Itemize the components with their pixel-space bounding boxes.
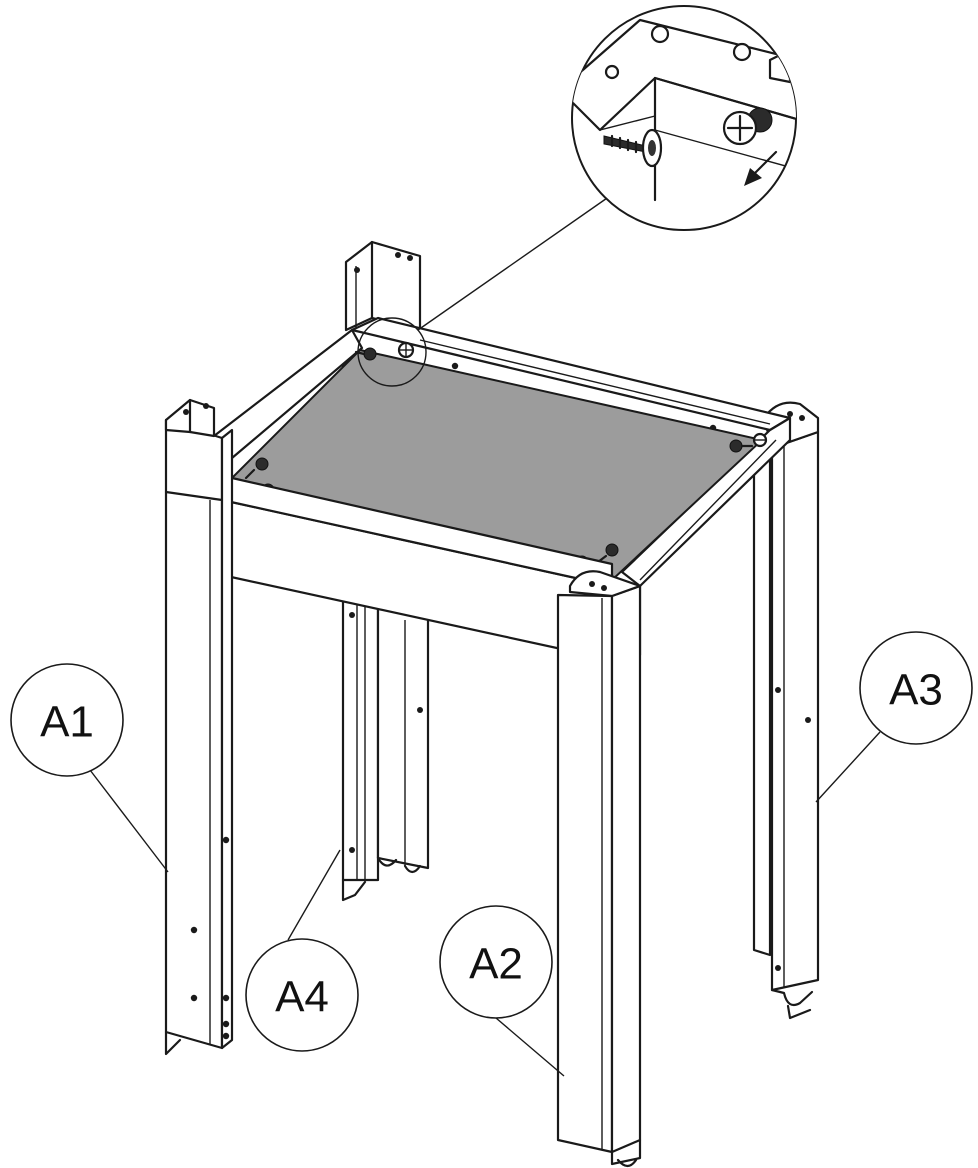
leg-a2 (556, 570, 642, 1168)
callout-leaders (89, 731, 881, 1077)
callout-a3-label: A3 (889, 666, 943, 715)
arrow-down-right-icon (744, 150, 778, 186)
callout-a4: A4 (245, 938, 359, 1052)
screw (244, 457, 269, 480)
screw (752, 432, 768, 448)
screw-detail (722, 107, 773, 146)
leg-a3 (752, 401, 820, 1020)
callout-a1: A1 (10, 663, 124, 777)
callout-a4-label: A4 (275, 973, 329, 1022)
detail-zoom (571, 5, 797, 231)
screw-hole (349, 847, 355, 853)
callout-a2: A2 (439, 905, 553, 1019)
leg-a1 (164, 398, 234, 1056)
screw (729, 439, 754, 453)
screw (397, 341, 415, 359)
screw-hole (349, 612, 355, 618)
frame-rails (212, 316, 792, 588)
callout-a3: A3 (859, 631, 973, 745)
callout-a1-label: A1 (40, 698, 94, 747)
callout-a2-label: A2 (469, 940, 523, 989)
detail-marker (357, 195, 611, 387)
screw-detail (603, 128, 663, 168)
screw-hole (417, 707, 423, 713)
